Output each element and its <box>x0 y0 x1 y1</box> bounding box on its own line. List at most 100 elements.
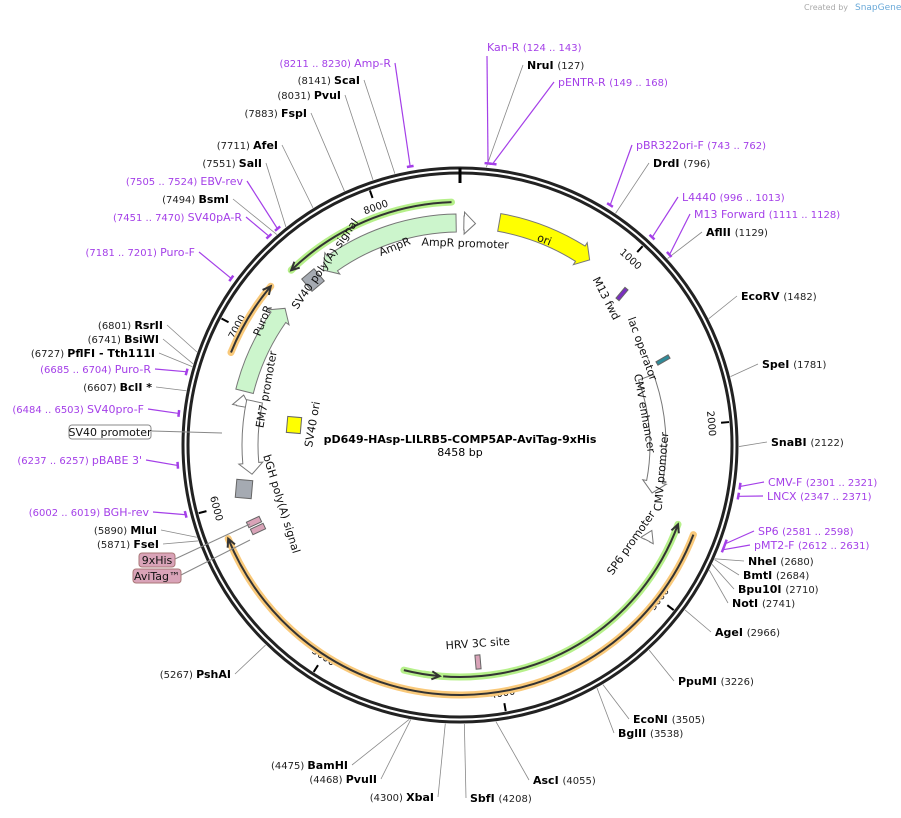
primer-label[interactable]: pMT2-F (2612 .. 2631) <box>754 539 869 552</box>
primer-label[interactable]: LNCX (2347 .. 2371) <box>767 490 872 503</box>
primer-label[interactable]: (7505 .. 7524) EBV-rev <box>126 175 244 188</box>
feature-tag-avi[interactable]: AviTag™ <box>132 568 182 584</box>
primer-label[interactable]: (6237 .. 6257) pBABE 3' <box>17 454 142 467</box>
enzyme-leader-line <box>602 684 630 720</box>
primer-binding-mark <box>183 510 188 518</box>
enzyme-site-label[interactable]: (5267) PshAI <box>160 668 231 681</box>
primer-leader-line <box>609 144 633 205</box>
primer-label[interactable]: (6484 .. 6503) SV40pro-F <box>12 403 144 416</box>
enzyme-leader-line <box>265 162 287 228</box>
primer-binding-mark <box>738 482 742 490</box>
tick-mark <box>221 317 230 324</box>
enzyme-site-label[interactable]: SnaBI (2122) <box>771 436 844 449</box>
sp6-promoter-arrow[interactable] <box>639 529 654 545</box>
enzyme-site-label[interactable]: EcoNI (3505) <box>633 713 705 726</box>
enzyme-site-label[interactable]: (6607) BclI * <box>83 381 152 394</box>
enzyme-site-label[interactable]: NotI (2741) <box>732 597 795 610</box>
enzyme-site-label[interactable]: (7883) FspI <box>245 107 307 120</box>
svg-text:9xHis: 9xHis <box>142 554 173 567</box>
enzyme-site-label[interactable]: (4468) PvuII <box>309 773 377 786</box>
bgh-polya-box[interactable] <box>234 478 254 500</box>
feature-tag-his[interactable]: 9xHis <box>138 552 176 568</box>
feature-label-ori: ori <box>535 231 553 248</box>
enzyme-site-label[interactable]: (6801) RsrII <box>98 319 163 332</box>
primer-leader-line <box>245 216 269 237</box>
tick-mark <box>368 190 374 199</box>
enzyme-site-label[interactable]: (6741) BsiWI <box>88 333 159 346</box>
enzyme-site-label[interactable]: BmtI (2684) <box>743 569 809 582</box>
primer-leader-line <box>486 55 489 163</box>
feature-label-sv40_ori: SV40 ori <box>302 400 323 448</box>
primer-label[interactable]: CMV-F (2301 .. 2321) <box>768 476 877 489</box>
enzyme-site-label[interactable]: SbfI (4208) <box>470 792 532 805</box>
primer-label[interactable]: SP6 (2581 .. 2598) <box>758 525 854 538</box>
sv40-promoter-label[interactable]: SV40 promoter <box>68 424 152 440</box>
ampr-promoter-arrow[interactable] <box>463 210 477 236</box>
enzyme-site-label[interactable]: DrdI (796) <box>653 157 710 170</box>
green-feature-top[interactable] <box>290 201 452 271</box>
enzyme-site-label[interactable]: NheI (2680) <box>748 555 814 568</box>
ori-arrow[interactable] <box>497 212 591 266</box>
enzyme-leader-line <box>708 295 738 319</box>
enzyme-site-label[interactable]: PpuMI (3226) <box>678 675 754 688</box>
puror-arrow[interactable] <box>235 307 290 395</box>
enzyme-site-label[interactable]: NruI (127) <box>527 59 584 72</box>
primer-label[interactable]: (6685 .. 6704) Puro-R <box>40 363 151 376</box>
m13-fwd-box[interactable] <box>615 286 629 302</box>
primer-leader-line <box>723 544 751 551</box>
avitag-box[interactable] <box>249 522 267 536</box>
primer-label[interactable]: pENTR-R (149 .. 168) <box>558 76 668 89</box>
primer-label[interactable]: (7451 .. 7470) SV40pA-R <box>113 211 242 224</box>
enzyme-site-label[interactable]: AgeI (2966) <box>715 626 780 639</box>
enzyme-site-label[interactable]: AscI (4055) <box>533 774 596 787</box>
enzyme-site-label[interactable]: (7551) SalI <box>202 157 262 170</box>
primer-label[interactable]: (8211 .. 8230) Amp-R <box>280 57 392 70</box>
enzyme-leader-line <box>596 687 615 734</box>
primer-binding-mark <box>606 202 614 208</box>
feature-label-ampr_promoter: AmpR promoter <box>421 235 509 251</box>
enzyme-leader-line <box>310 112 345 192</box>
primer-label[interactable]: (6002 .. 6019) BGH-rev <box>29 506 150 519</box>
sv40-ori-box[interactable] <box>285 415 303 435</box>
enzyme-site-label[interactable]: (6727) PflFI - Tth111I <box>31 347 155 360</box>
enzyme-site-label[interactable]: (8141) ScaI <box>298 74 360 87</box>
cmv-enhancer-arrow[interactable] <box>637 373 668 494</box>
lac-operator-box[interactable] <box>655 354 671 366</box>
enzyme-site-label[interactable]: AflII (1129) <box>706 226 768 239</box>
green-feature-bottom-arrowhead <box>670 522 680 534</box>
enzyme-leader-line <box>730 363 759 377</box>
features <box>224 198 697 699</box>
enzyme-site-label[interactable]: (4300) XbaI <box>370 791 434 804</box>
green-feature-bottom[interactable] <box>423 524 679 678</box>
primer-label[interactable]: Kan-R (124 .. 143) <box>487 41 582 54</box>
enzyme-site-label[interactable]: Bpu10I (2710) <box>738 583 819 596</box>
primer-leader-line <box>669 213 691 255</box>
sv40-promoter-arrow[interactable] <box>237 399 264 475</box>
enzyme-leader-line <box>615 162 650 214</box>
enzyme-leader-line <box>155 386 187 392</box>
enzyme-site-label[interactable]: (5871) FseI <box>97 538 159 551</box>
enzyme-site-label[interactable]: (5890) MluI <box>94 524 157 537</box>
enzyme-site-label[interactable]: (7711) AfeI <box>217 139 278 152</box>
enzyme-leader-line <box>485 64 524 168</box>
enzyme-leader-line <box>708 570 729 604</box>
enzyme-site-label[interactable]: EcoRV (1482) <box>741 290 817 303</box>
enzyme-site-label[interactable]: SpeI (1781) <box>762 358 827 371</box>
tick-mark <box>198 510 207 515</box>
primer-label[interactable]: (7181 .. 7201) Puro-F <box>85 246 195 259</box>
primer-label[interactable]: L4440 (996 .. 1013) <box>682 191 785 204</box>
tick-label: 6000 <box>207 495 224 522</box>
ampr-arrow[interactable] <box>322 213 457 275</box>
green-feature-small-arrowhead <box>430 670 443 681</box>
orange-feature-bottom[interactable] <box>227 534 695 696</box>
hrv-box[interactable] <box>474 654 482 670</box>
enzyme-site-label[interactable]: BglII (3538) <box>618 727 683 740</box>
primer-label[interactable]: pBR322ori-F (743 .. 762) <box>636 139 766 152</box>
enzyme-site-label[interactable]: (8031) PvuI <box>277 89 341 102</box>
primer-label[interactable]: M13 Forward (1111 .. 1128) <box>694 208 840 221</box>
enzyme-site-label[interactable]: (7494) BsmI <box>162 193 229 206</box>
sv40-polya-box[interactable] <box>301 268 325 292</box>
orange-feature-left[interactable] <box>230 285 272 353</box>
enzyme-site-label[interactable]: (4475) BamHI <box>271 759 348 772</box>
